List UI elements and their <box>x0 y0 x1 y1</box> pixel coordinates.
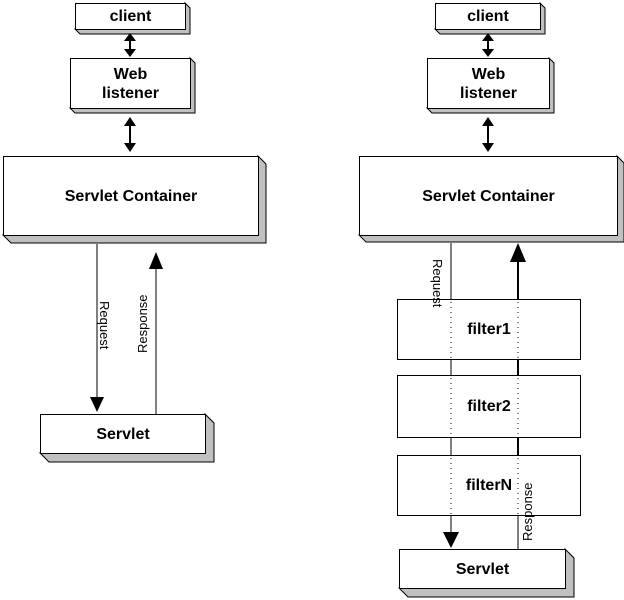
filter2-box: filter2 <box>397 375 581 438</box>
right-servlet-label: Servlet <box>455 560 510 578</box>
right-response-arrow-icon <box>510 243 526 549</box>
left-client-listener-bidirectional-arrow-icon <box>124 33 136 57</box>
right-client-label: client <box>467 8 509 25</box>
right-request-arrow-icon <box>443 243 459 548</box>
left-servlet-label: Servlet <box>96 425 150 443</box>
left-response-label: Response <box>135 294 150 353</box>
left-client-label: client <box>109 8 152 25</box>
left-response-arrow-icon <box>149 252 163 414</box>
left-web-listener-shadow <box>68 56 196 114</box>
right-web-listener-label: Web listener <box>460 65 517 102</box>
left-web-listener-label: Web listener <box>102 65 159 102</box>
left-servlet-container-label: Servlet Container <box>64 187 198 205</box>
left-servlet-shadow <box>38 412 215 463</box>
filterN-label: filterN <box>465 477 513 494</box>
right-request-label: Request <box>430 259 445 308</box>
right-client-box: client <box>435 3 541 30</box>
filter1-box: filter1 <box>397 299 581 360</box>
right-web-listener-shadow <box>425 56 555 114</box>
filterN-box: filterN <box>397 455 581 516</box>
right-client-listener-bidirectional-arrow-icon <box>482 33 494 57</box>
left-servlet-box: Servlet <box>40 414 206 454</box>
right-servlet-container-label: Servlet Container <box>422 187 555 205</box>
left-servlet-container-shadow <box>1 154 267 244</box>
right-listener-container-bidirectional-arrow-icon <box>482 117 494 152</box>
right-servlet-container-shadow <box>357 154 624 243</box>
filter2-label: filter2 <box>467 398 511 415</box>
left-web-listener-box: Web listener <box>70 58 191 109</box>
right-servlet-container-box: Servlet Container <box>359 156 618 236</box>
left-servlet-container-box: Servlet Container <box>3 156 259 236</box>
right-web-listener-box: Web listener <box>427 58 550 109</box>
right-servlet-box: Servlet <box>399 549 566 589</box>
right-client-shadow <box>433 1 546 35</box>
left-client-shadow <box>73 1 191 35</box>
left-request-arrow-icon <box>90 244 104 412</box>
right-response-label: Response <box>520 482 535 541</box>
left-request-label: Request <box>97 301 112 350</box>
left-client-box: client <box>75 3 186 30</box>
filter1-label: filter1 <box>467 321 511 338</box>
left-listener-container-bidirectional-arrow-icon <box>124 117 136 152</box>
right-servlet-shadow <box>397 547 575 598</box>
